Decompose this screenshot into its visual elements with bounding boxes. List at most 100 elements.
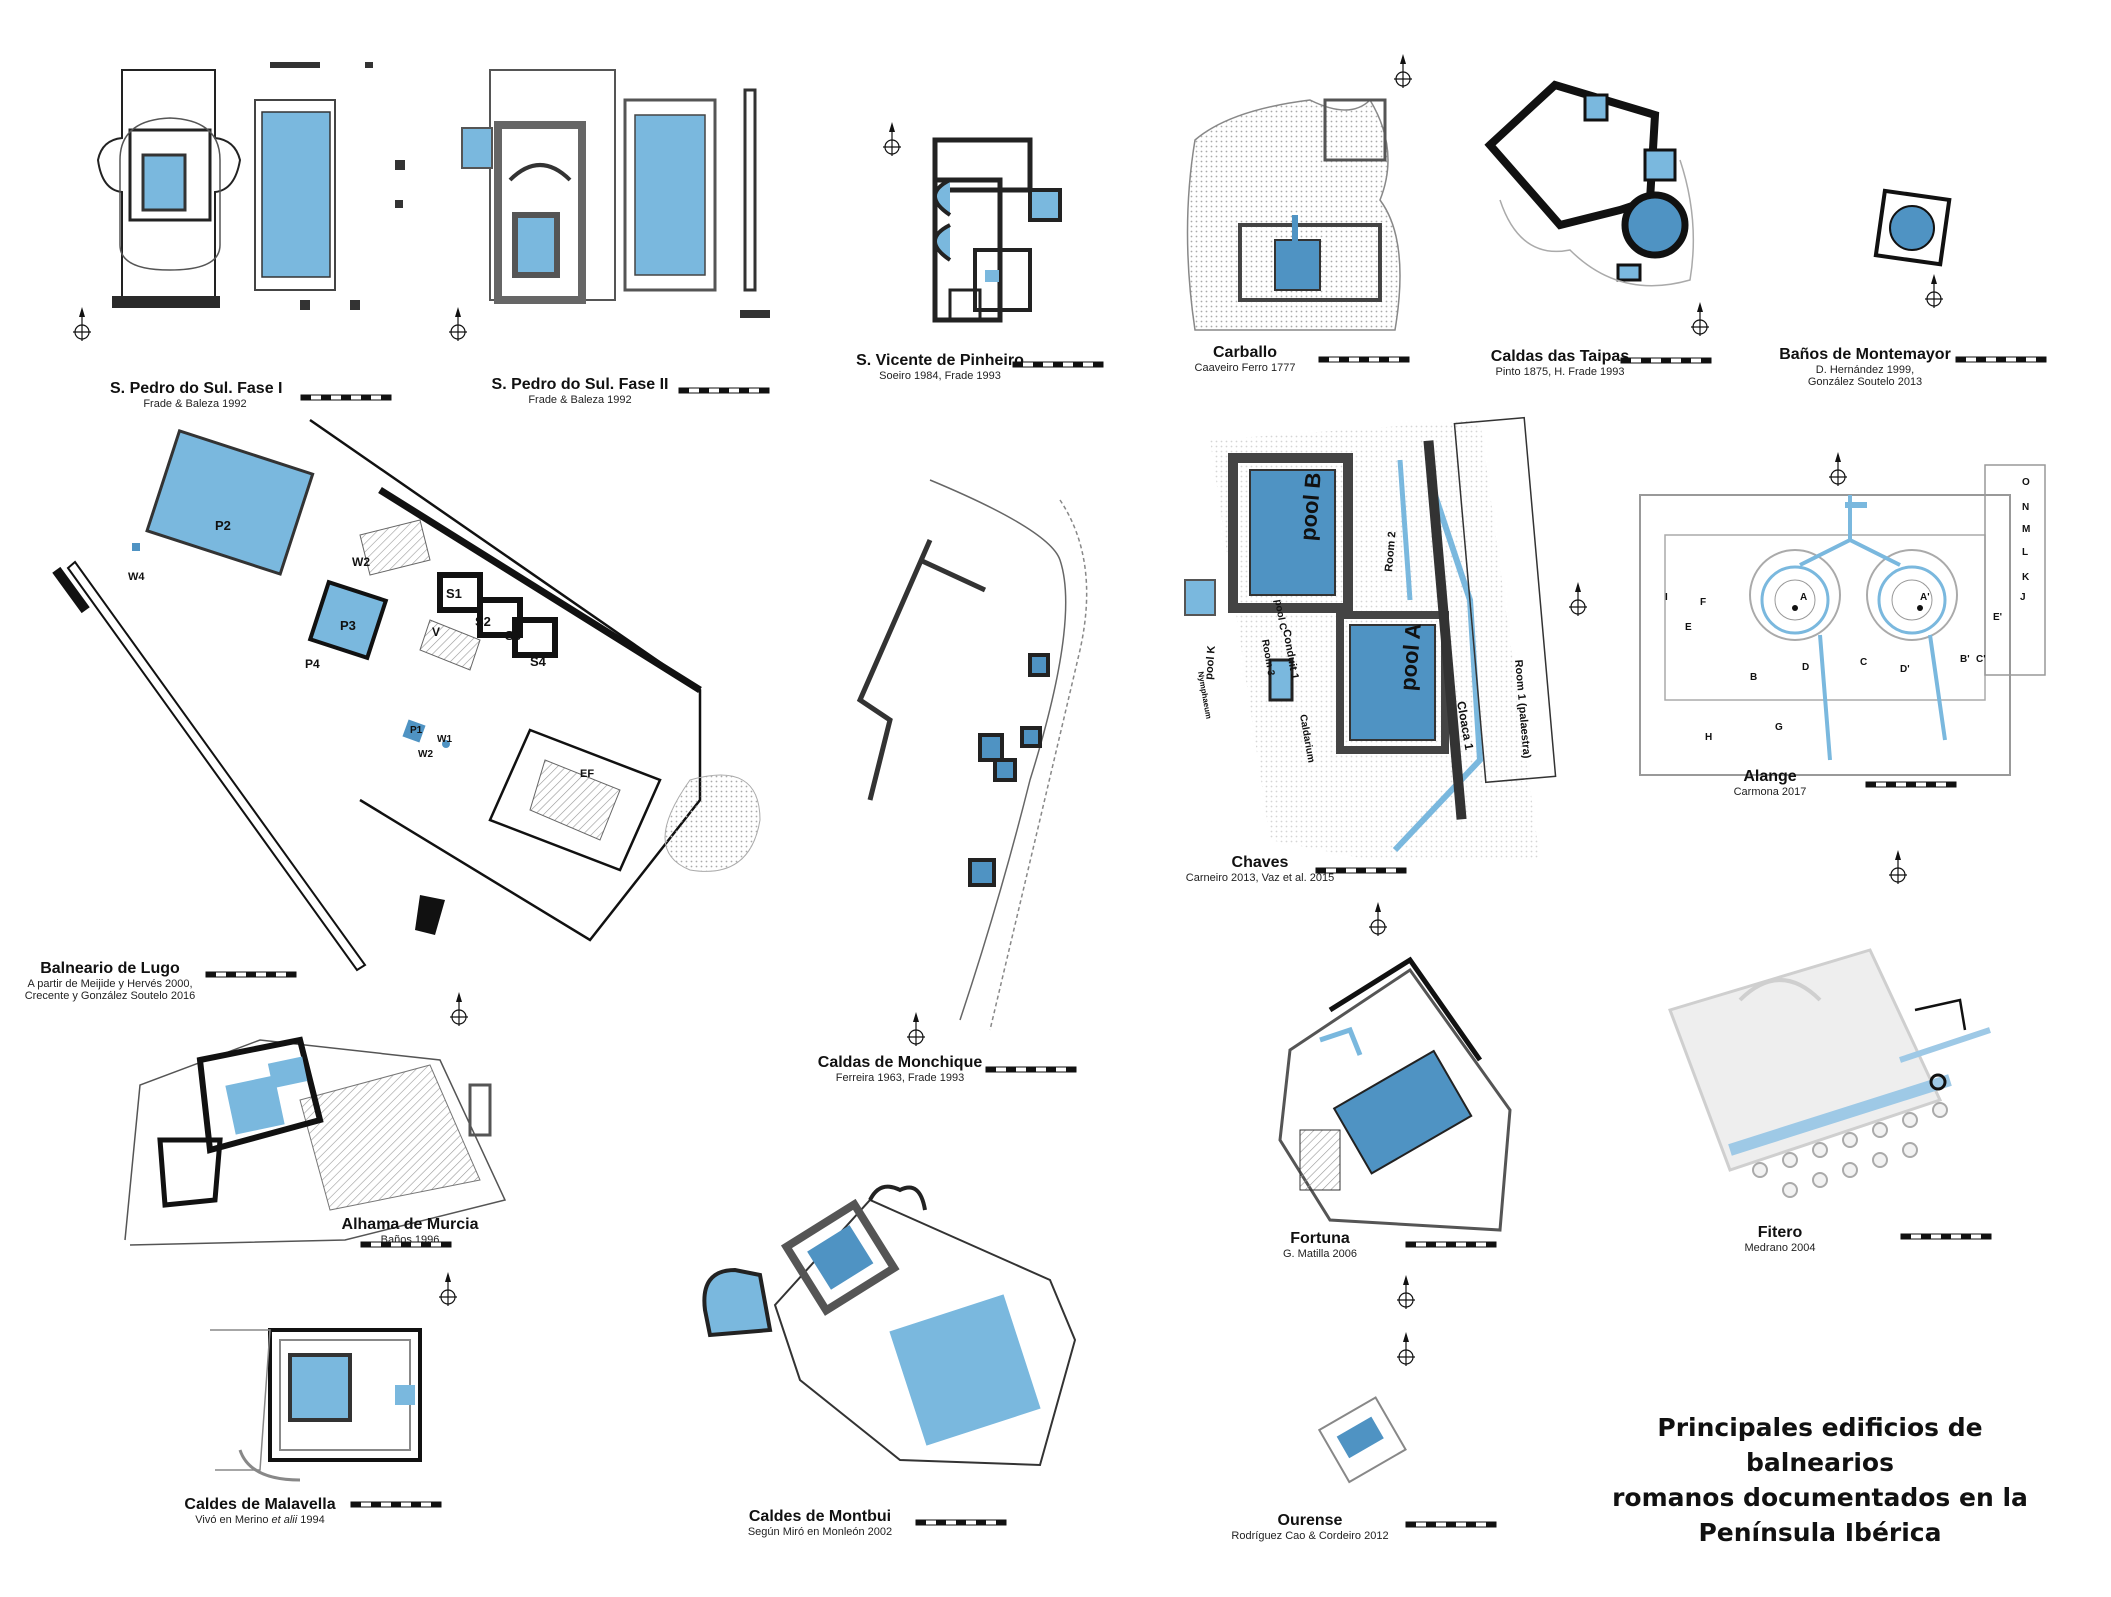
cite-pre: Vivó en Merino [195, 1514, 272, 1526]
svg-text:W2: W2 [352, 555, 370, 569]
scale-bar-icon [1955, 355, 2047, 369]
site-name: S. Pedro do Sul. Fase I [110, 380, 283, 397]
plan-fitero [1668, 948, 1991, 1198]
svg-text:W1: W1 [437, 734, 452, 745]
scale-bar-icon [1900, 1232, 1992, 1246]
scale-bar-icon [1405, 1520, 1497, 1534]
site-citation: Carneiro 2013, Vaz et al. 2015 [1185, 872, 1335, 884]
svg-text:C': C' [1976, 654, 1986, 665]
svg-text:B: B [1750, 672, 1757, 683]
plan-montemayor [1873, 188, 1952, 267]
scale-bar-icon [915, 1518, 1007, 1532]
title-line: Península Ibérica [1698, 1518, 1942, 1547]
site-citation-2: González Soutelo 2013 [1807, 376, 1923, 388]
svg-text:EF: EF [580, 768, 594, 780]
label-carballo: Carballo Caaveiro Ferro 1777 [1180, 344, 1310, 374]
svg-text:pool K: pool K [1203, 645, 1218, 680]
site-citation: Caaveiro Ferro 1777 [1194, 362, 1296, 374]
site-citation: D. Hernández 1999, [1815, 364, 1915, 376]
title-line: Principales edificios de balnearios [1657, 1413, 1983, 1477]
cite-post: 1994 [297, 1514, 325, 1526]
svg-text:V: V [432, 625, 440, 639]
scale-bar-icon [350, 1500, 442, 1514]
site-citation: Medrano 2004 [1744, 1242, 1816, 1254]
site-citation: G. Matilla 2006 [1283, 1248, 1357, 1260]
svg-text:A: A [1800, 592, 1807, 603]
north-arrow-icon [1395, 1332, 1417, 1368]
plan-taipas [1484, 80, 1695, 287]
svg-text:pool C: pool C [1272, 599, 1288, 632]
svg-text:D': D' [1900, 664, 1910, 675]
svg-text:P4: P4 [305, 657, 320, 671]
svg-text:K: K [2022, 572, 2030, 583]
site-citation: Vivó en Merino et alii 1994 [180, 1514, 340, 1526]
svg-text:P3: P3 [340, 618, 356, 633]
plan-chaves: pool B pool A Room 2 Room 1 (palaestra) … [1184, 416, 1557, 860]
scale-bar-icon [1865, 780, 1957, 794]
svg-text:J: J [2020, 592, 2026, 603]
site-name: S. Vicente de Pinheiro [856, 352, 1024, 369]
svg-text:B': B' [1960, 654, 1970, 665]
svg-text:S4: S4 [530, 654, 547, 669]
title-line: romanos documentados en la [1612, 1483, 2028, 1512]
svg-text:M: M [2022, 524, 2030, 535]
svg-text:P1: P1 [410, 725, 423, 736]
north-arrow-icon [1923, 274, 1945, 310]
north-arrow-icon [437, 1272, 459, 1308]
cite-em: et alii [271, 1514, 298, 1526]
site-name: Carballo [1212, 344, 1277, 361]
label-fitero: Fitero Medrano 2004 [1730, 1224, 1830, 1254]
site-name: Alhama de Murcia [341, 1216, 479, 1233]
svg-text:E': E' [1993, 612, 2002, 623]
label-alange: Alange Carmona 2017 [1700, 768, 1840, 798]
north-arrow-icon [1392, 54, 1414, 90]
label-pedro2: S. Pedro do Sul. Fase II Frade & Baleza … [480, 376, 680, 406]
plan-fortuna [1278, 956, 1512, 1232]
site-name: Fortuna [1290, 1230, 1350, 1247]
svg-text:S2: S2 [475, 614, 491, 629]
plan-pedro-fase2 [461, 69, 770, 318]
site-citation: Pinto 1875, H. Frade 1993 [1495, 366, 1625, 378]
svg-text:F: F [1700, 597, 1706, 608]
label-chaves: Chaves Carneiro 2013, Vaz et al. 2015 [1150, 854, 1370, 884]
site-name: S. Pedro do Sul. Fase II [491, 376, 669, 393]
svg-text:S3: S3 [505, 628, 521, 643]
svg-text:D: D [1802, 662, 1809, 673]
scale-bar-icon [300, 393, 392, 407]
main-title: Principales edificios de balnearios roma… [1600, 1410, 2040, 1550]
north-arrow-icon [1395, 1275, 1417, 1311]
site-citation-2: Crecente y González Soutelo 2016 [24, 990, 196, 1002]
label-ourense: Ourense Rodríguez Cao & Cordeiro 2012 [1220, 1512, 1400, 1542]
svg-text:L: L [2022, 547, 2028, 558]
plan-lugo: P2 P3 P4 W2 W4 S1 S2 S3 S4 V P1 W1 W2 EF [52, 418, 761, 972]
scale-bar-icon [678, 386, 770, 400]
svg-text:A': A' [1920, 592, 1930, 603]
plan-alhama [124, 1036, 507, 1246]
site-name: Ourense [1277, 1512, 1343, 1529]
svg-text:G: G [1775, 722, 1783, 733]
plan-carballo [1186, 98, 1401, 331]
site-name: Alange [1743, 768, 1797, 785]
plan-montbui [702, 1184, 1077, 1467]
scale-bar-icon [1318, 355, 1410, 369]
svg-text:O: O [2022, 477, 2030, 488]
scale-bar-icon [1315, 866, 1407, 880]
site-citation: A partir de Meijide y Hervés 2000, [27, 978, 193, 990]
north-arrow-icon [881, 122, 903, 158]
label-montbui: Caldes de Montbui Según Miró en Monleón … [730, 1508, 910, 1538]
scale-bar-icon [985, 1065, 1077, 1079]
plan-pedro-fase1 [96, 62, 405, 310]
north-arrow-icon [1367, 902, 1389, 938]
svg-text:P2: P2 [215, 518, 231, 533]
site-citation: Según Miró en Monleón 2002 [747, 1526, 893, 1538]
scale-bar-icon [1620, 356, 1712, 370]
plan-pinheiro [932, 137, 1062, 323]
scale-bar-icon [205, 970, 297, 984]
svg-text:W2: W2 [418, 749, 433, 760]
site-citation: Rodríguez Cao & Cordeiro 2012 [1231, 1530, 1389, 1542]
scale-bar-icon [1012, 360, 1104, 374]
plan-ourense [1317, 1396, 1407, 1484]
north-arrow-icon [1567, 582, 1589, 618]
plan-malavella [210, 1328, 422, 1482]
north-arrow-icon [1689, 302, 1711, 338]
